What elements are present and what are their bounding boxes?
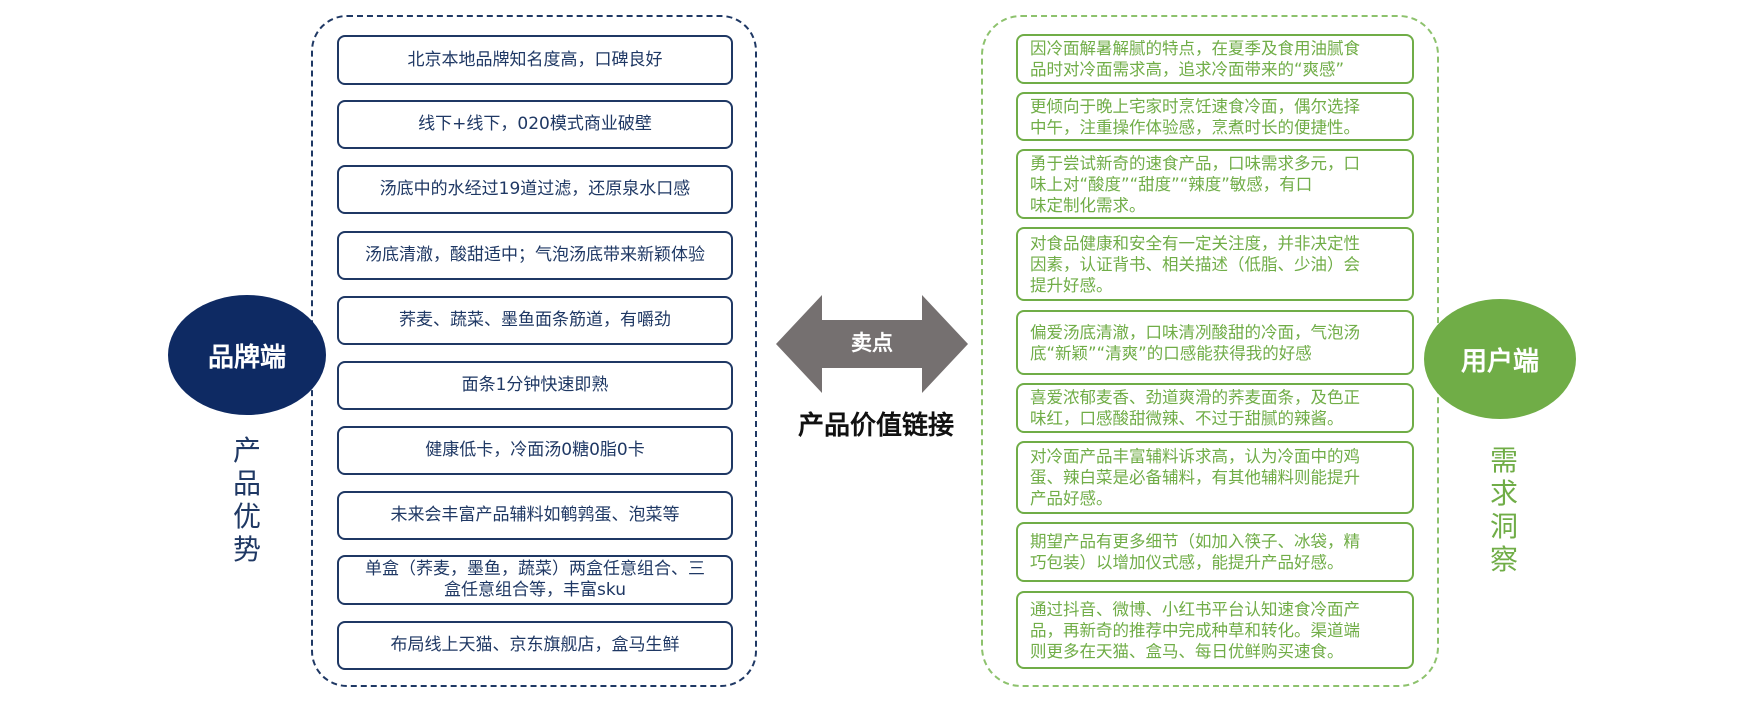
user-insight-item: 偏爱汤底清澈，口味清冽酸甜的冷面，气泡汤 底“新颖”“清爽”的口感能获得我的好感	[1016, 310, 1414, 375]
selling-point-label: 卖点	[851, 331, 893, 355]
brand-advantage-item: 健康低卡，冷面汤0糖0脂0卡	[337, 426, 733, 475]
brand-side-circle: 品牌端	[168, 295, 326, 415]
user-insight-item: 因冷面解暑解腻的特点，在夏季及食用油腻食 品时对冷面需求高，追求冷面带来的“爽感…	[1016, 34, 1414, 84]
user-insight-item: 期望产品有更多细节（如加入筷子、冰袋，精 巧包装）以增加仪式感，能提升产品好感。	[1016, 522, 1414, 582]
user-insight-item: 通过抖音、微博、小红书平台认知速食冷面产 品，再新奇的推荐中完成种草和转化。渠道…	[1016, 591, 1414, 669]
brand-advantage-item: 荞麦、蔬菜、墨鱼面条筋道，有嚼劲	[337, 296, 733, 345]
user-insight-item: 对冷面产品丰富辅料诉求高，认为冷面中的鸡 蛋、辣白菜是必备辅料，有其他辅料则能提…	[1016, 441, 1414, 514]
brand-advantage-item: 汤底清澈，酸甜适中；气泡汤底带来新颖体验	[337, 231, 733, 280]
brand-advantage-item: 面条1分钟快速即熟	[337, 361, 733, 410]
brand-advantage-item: 布局线上天猫、京东旗舰店，盒马生鲜	[337, 621, 733, 670]
double-arrow-shape	[776, 295, 968, 393]
user-side-circle: 用户端	[1424, 299, 1576, 419]
user-insight-item: 更倾向于晚上宅家时烹饪速食冷面，偶尔选择 中午，注重操作体验感，烹煮时长的便捷性…	[1016, 92, 1414, 141]
product-advantage-label: 产 品 优 势	[232, 434, 261, 566]
double-arrow-icon	[776, 295, 968, 393]
brand-advantage-item: 汤底中的水经过19道过滤，还原泉水口感	[337, 165, 733, 214]
brand-advantage-item: 单盒（荞麦，墨鱼，蔬菜）两盒任意组合、三 盒任意组合等，丰富sku	[337, 555, 733, 605]
user-insight-item: 勇于尝试新奇的速食产品，口味需求多元，口 味上对“酸度”“甜度”“辣度”敏感，有…	[1016, 149, 1414, 219]
brand-advantage-item: 北京本地品牌知名度高，口碑良好	[337, 35, 733, 85]
user-insight-item: 喜爱浓郁麦香、劲道爽滑的荞麦面条，及色正 味红，口感酸甜微辣、不过于甜腻的辣酱。	[1016, 383, 1414, 433]
brand-advantage-item: 未来会丰富产品辅料如鹌鹑蛋、泡菜等	[337, 491, 733, 540]
user-insight-item: 对食品健康和安全有一定关注度，并非决定性 因素，认证背书、相关描述（低脂、少油）…	[1016, 227, 1414, 301]
demand-insight-label: 需 求 洞 察	[1489, 444, 1518, 576]
brand-advantage-item: 线下+线下，020模式商业破壁	[337, 100, 733, 149]
value-link-caption: 产品价值链接	[797, 411, 954, 441]
